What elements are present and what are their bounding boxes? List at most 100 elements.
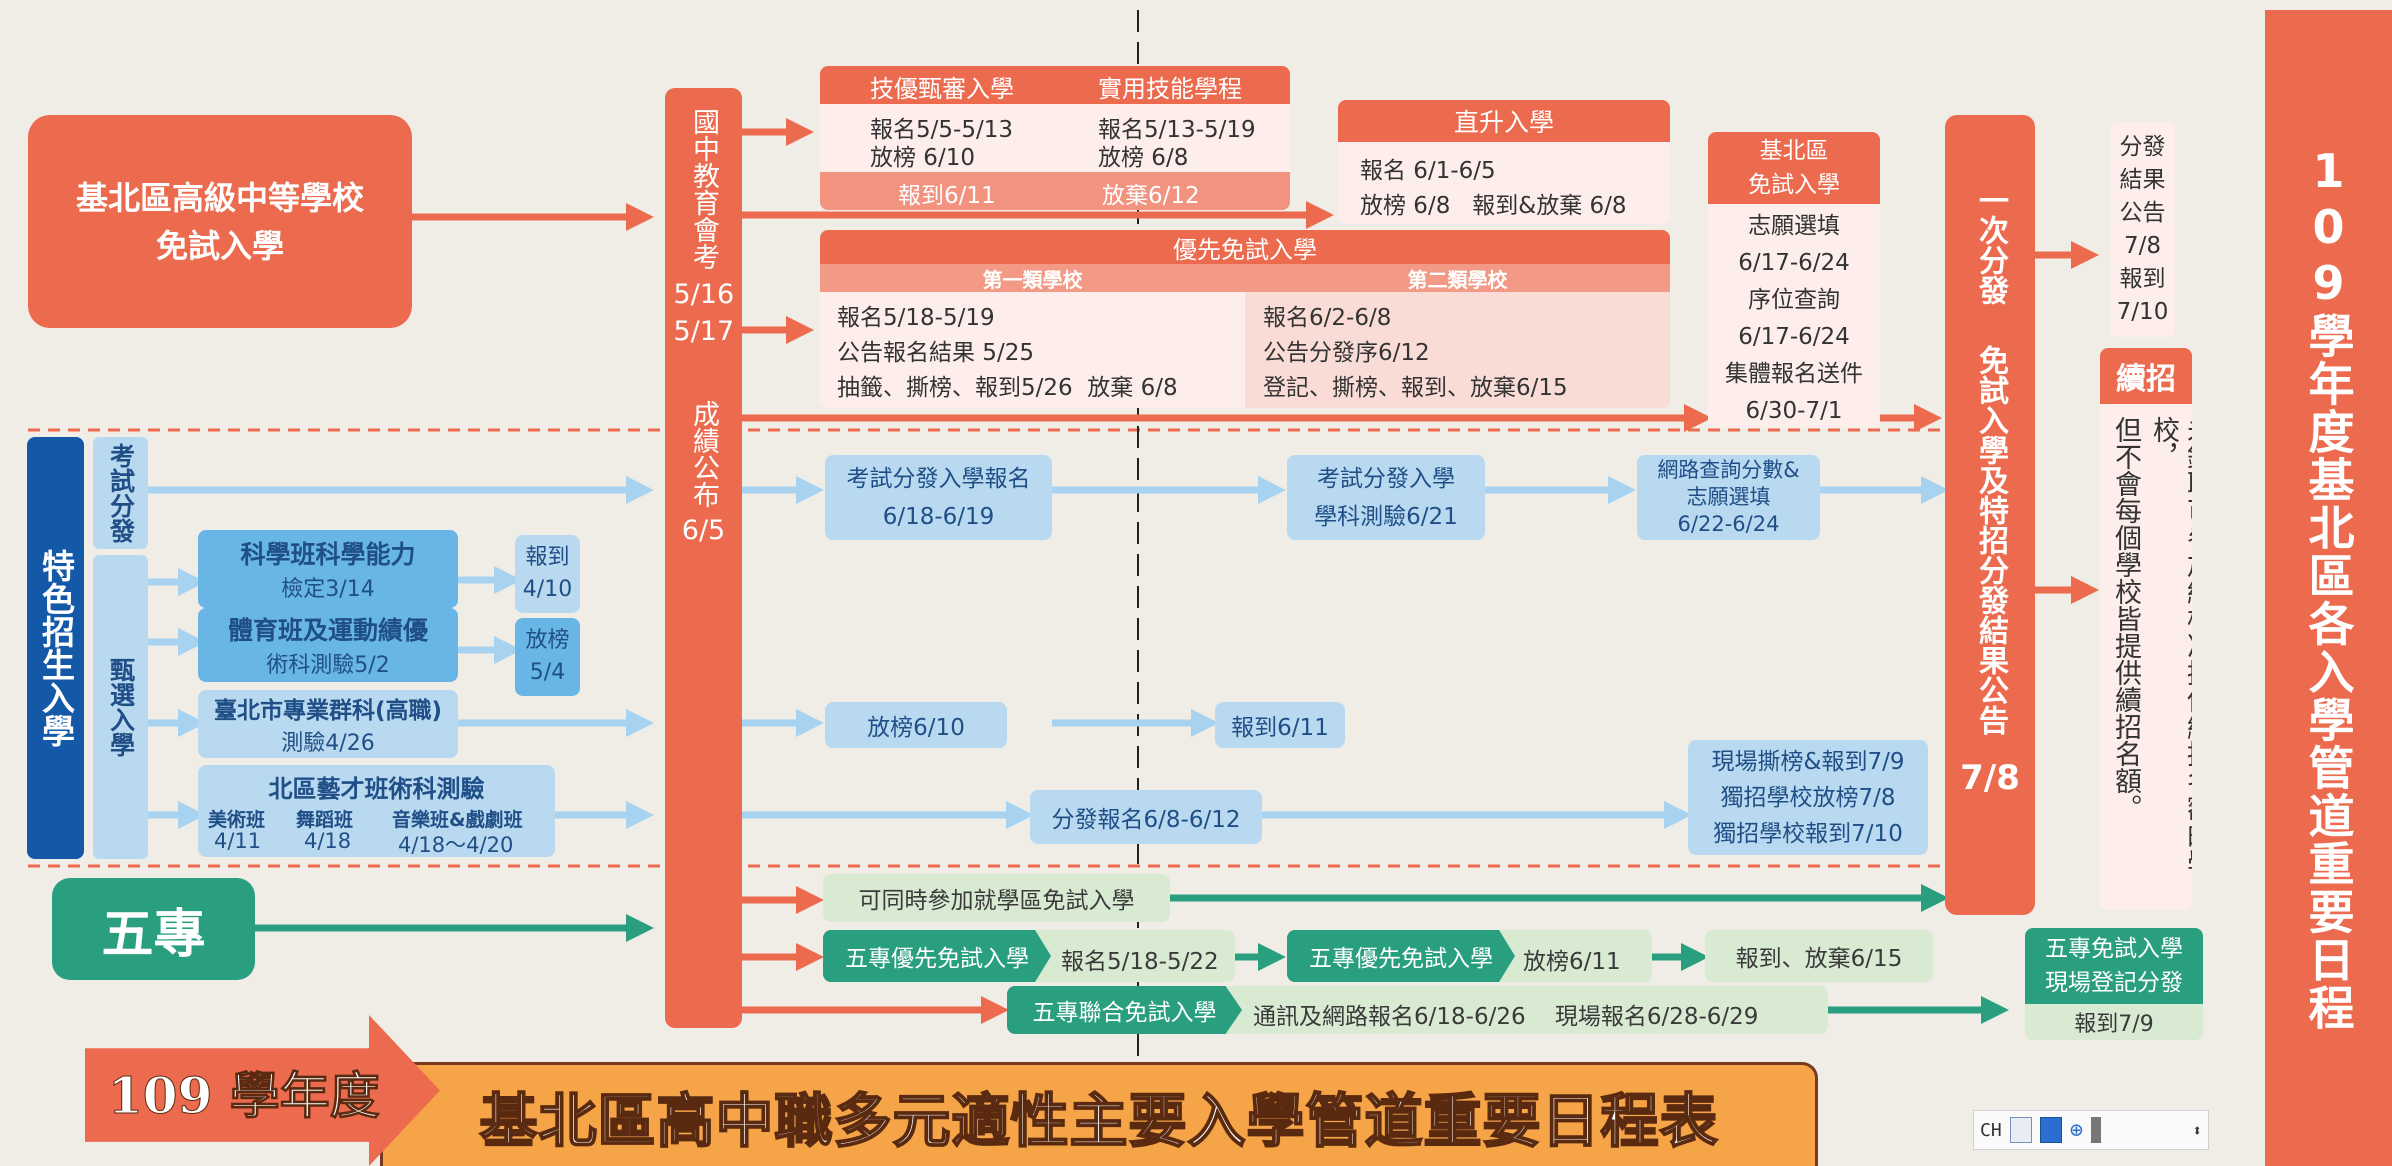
five-priority-1: 五專優先免試入學 報名5/18-5/22 <box>823 930 1235 982</box>
five-joint-box: 五專聯合免試入學 通訊及網路報名6/18-6/26 現場報名6/28-6/29 <box>1007 986 1828 1034</box>
ime-language[interactable]: CH <box>1980 1119 2002 1141</box>
science-box: 科學班科學能力 檢定3/14 <box>198 530 458 608</box>
exam-registration-box: 考試分發入學報名 6/18-6/19 <box>825 455 1052 540</box>
online-query-1: 網路查詢分數& <box>1657 458 1800 482</box>
arts-title: 北區藝才班術科測驗 <box>268 775 485 803</box>
exam-test-box: 考試分發入學 學科測驗6/21 <box>1287 455 1485 540</box>
arts-music: 音樂班&戲劇班 <box>392 809 523 831</box>
science-report-1: 報到 <box>525 545 570 570</box>
online-query-3: 6/22-6/24 <box>1677 512 1780 536</box>
ime-note-icon[interactable] <box>2039 1117 2062 1143</box>
priority-a1: 報名5/18-5/19 <box>837 305 995 331</box>
first-dist-date: 7/8 <box>1960 758 2020 798</box>
vocational-date: 測驗4/26 <box>281 731 375 756</box>
side-title: 109學年度基北區各入學管道重要日程 <box>2301 144 2356 1032</box>
arts-music-date: 4/18～4/20 <box>398 833 514 857</box>
sport-box: 體育班及運動績優 術科測驗5/2 <box>198 608 458 682</box>
skill-left-1: 報名5/5-5/13 <box>870 117 1013 143</box>
result-t4: 7/8 <box>2123 232 2161 259</box>
jibei-line-3: 序位查詢 <box>1748 287 1840 313</box>
exam-release: 6/5 <box>681 515 726 546</box>
skill-right-2: 放榜 6/8 <box>1098 145 1189 171</box>
onsite-3: 獨招學校報到7/10 <box>1713 820 1903 847</box>
ime-chinese-icon[interactable]: ⊕ <box>2069 1117 2083 1143</box>
result-t1: 分發 <box>2119 133 2166 160</box>
simultaneous-box: 可同時參加就學區免試入學 <box>823 874 1170 922</box>
sport-title: 體育班及運動績優 <box>227 616 428 645</box>
exam-part2: 成績公布 <box>688 400 719 508</box>
five-final-box: 五專免試入學 現場登記分發 報到7/9 <box>2025 928 2203 1040</box>
onsite-2: 獨招學校放榜7/8 <box>1720 784 1896 811</box>
special-main-box: 特色招生入學 <box>27 437 84 859</box>
priority-type-2: 第二類學校 <box>1245 264 1670 292</box>
five-priority-2: 五專優先免試入學 放榜6/11 <box>1287 930 1652 982</box>
exam-dist-label: 考試分發 <box>106 443 136 543</box>
jibei-line-2: 6/17-6/24 <box>1738 250 1850 276</box>
direct-line-2: 放榜 6/8 報到&放棄 6/8 <box>1360 193 1627 219</box>
exam-registration-1: 考試分發入學報名 <box>846 465 1031 492</box>
jibei-line-5: 集體報名送件 <box>1725 361 1863 387</box>
five-final-1: 五專免試入學 <box>2045 936 2183 962</box>
skill-right-1: 報名5/13-5/19 <box>1098 117 1256 143</box>
arts-art: 美術班 <box>208 809 266 831</box>
jibei-line-4: 6/17-6/24 <box>1738 324 1850 350</box>
skill-header-1: 技優甄審入學 <box>870 75 1014 103</box>
side-title-band: 109學年度基北區各入學管道重要日程 <box>2265 10 2392 1166</box>
jibei-line-1: 志願選填 <box>1748 213 1840 239</box>
exam-dates: 5/16 5/17 <box>673 279 735 347</box>
skill-left-2: 放榜 6/10 <box>870 145 975 171</box>
selection-box: 甄選入學 <box>93 555 148 859</box>
result-box: 分發 結果 公告 7/8 報到 7/10 <box>2110 122 2175 337</box>
priority-a3: 抽籤、撕榜、報到5/26 放棄 6/8 <box>837 375 1178 401</box>
five-joint-label: 五專聯合免試入學 <box>1007 986 1242 1034</box>
skill-box: 技優甄審入學 實用技能學程 報名5/5-5/13 放榜 6/10 報名5/13-… <box>820 66 1290 210</box>
five-year-box: 五專 <box>52 878 255 980</box>
direct-entry-box: 直升入學 報名 6/1-6/5 放榜 6/8 報到&放棄 6/8 <box>1338 100 1670 224</box>
vocational-box: 臺北市專業群科(高職) 測驗4/26 <box>198 690 458 758</box>
arts-registration-box: 分發報名6/8-6/12 <box>1030 790 1262 844</box>
skill-header-2: 實用技能學程 <box>1098 75 1242 103</box>
first-dist-part2: 免試入學及特招分發結果公告 <box>1973 345 2008 735</box>
voc-release-box: 放榜6/10 <box>825 702 1007 748</box>
ime-dropdown-icon[interactable]: ⬍ <box>2192 1120 2202 1140</box>
onsite-1: 現場撕榜&報到7/9 <box>1711 748 1905 775</box>
ime-mode-icon[interactable] <box>2090 1117 2101 1143</box>
sport-date: 術科測驗5/2 <box>266 653 390 678</box>
five-final-2: 現場登記分發 <box>2045 970 2183 996</box>
result-t5: 報到 <box>2119 265 2166 292</box>
priority-a2: 公告報名結果 5/25 <box>837 340 1034 366</box>
priority-b3: 登記、撕榜、報到、放棄6/15 <box>1263 375 1568 401</box>
exam-dist-box: 考試分發 <box>93 437 148 549</box>
arts-dance: 舞蹈班 <box>296 809 354 831</box>
sport-release-2: 5/4 <box>529 660 566 685</box>
priority-b2: 公告分發序6/12 <box>1263 340 1430 366</box>
ime-document-icon[interactable] <box>2009 1117 2032 1143</box>
first-dist-part1: 一次分發 <box>1973 185 2008 305</box>
skill-footer-1: 報到6/11 <box>898 183 996 209</box>
five-priority-1-text: 報名5/18-5/22 <box>1061 949 1219 975</box>
result-t2: 結果 <box>2119 166 2166 193</box>
arts-box: 北區藝才班術科測驗 美術班 舞蹈班 音樂班&戲劇班 4/11 4/18 4/18… <box>198 765 555 857</box>
five-joint-text: 通訊及網路報名6/18-6/26 現場報名6/28-6/29 <box>1253 1004 1759 1030</box>
ime-toolbar[interactable]: CH ⊕ ⬍ <box>1973 1110 2209 1150</box>
result-t3: 公告 <box>2119 199 2166 226</box>
science-report-box: 報到 4/10 <box>515 535 580 613</box>
five-report-box: 報到、放棄6/15 <box>1705 930 1933 982</box>
five-final-3: 報到7/9 <box>2074 1012 2154 1037</box>
exam-test-2: 學科測驗6/21 <box>1314 503 1458 530</box>
supplementary-text-2: 但不會每個學校皆提供續招名額。 <box>2110 416 2141 821</box>
footer-title-banner: 基北區高中職多元適性主要入學管道重要日程表 <box>380 1062 1818 1166</box>
arts-art-date: 4/11 <box>214 829 262 853</box>
jibei-box: 基北區 免試入學 志願選填 6/17-6/24 序位查詢 6/17-6/24 集… <box>1708 132 1880 428</box>
sport-release-box: 放榜 5/4 <box>515 618 580 696</box>
free-entry-title-2: 免試入學 <box>155 226 284 265</box>
five-priority-1-label: 五專優先免試入學 <box>823 930 1051 982</box>
direct-line-1: 報名 6/1-6/5 <box>1360 158 1496 184</box>
five-priority-2-label: 五專優先免試入學 <box>1287 930 1515 982</box>
supplementary-box: 續招 未錄取可參加經核准提供續招名額的學校， 但不會每個學校皆提供續招名額。 <box>2100 348 2192 910</box>
science-date: 檢定3/14 <box>281 577 375 602</box>
priority-title: 優先免試入學 <box>820 230 1670 264</box>
sport-release-1: 放榜 <box>525 628 570 653</box>
online-query-box: 網路查詢分數& 志願選填 6/22-6/24 <box>1637 455 1820 540</box>
